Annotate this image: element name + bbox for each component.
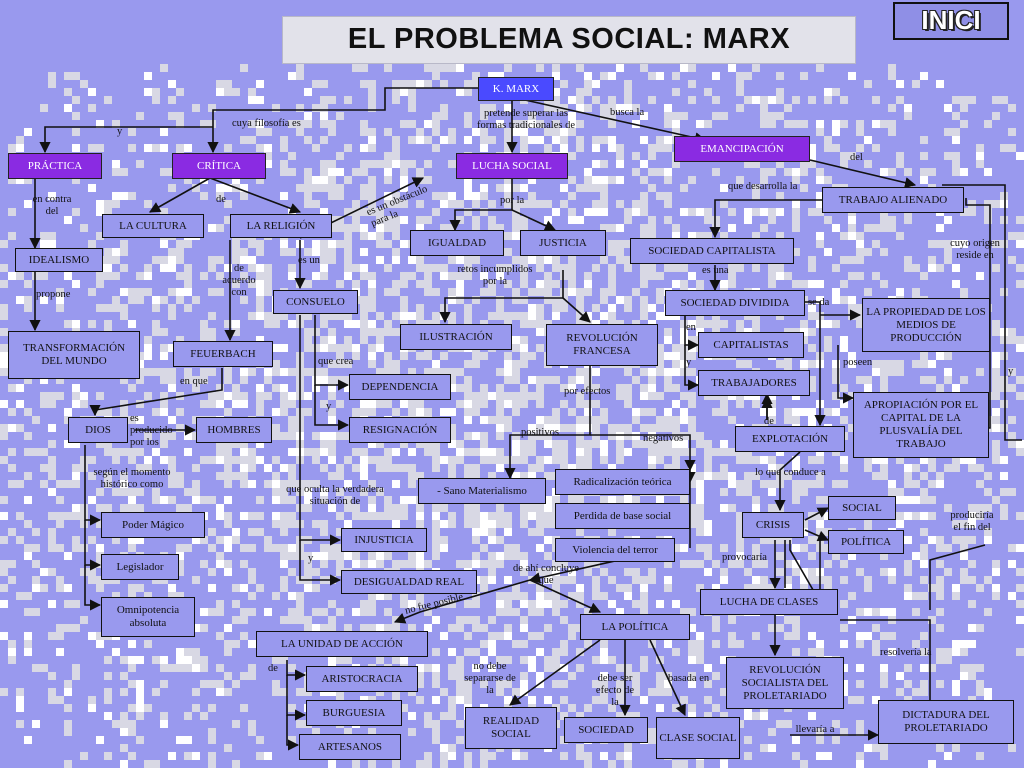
title-banner: EL PROBLEMA SOCIAL: MARX [282, 16, 856, 64]
node-revolucion-francesa[interactable]: REVOLUCIÓN FRANCESA [546, 324, 658, 366]
node-realidad-social[interactable]: REALIDAD SOCIAL [465, 707, 557, 749]
link-label: en [686, 322, 696, 333]
node-hombres[interactable]: HOMBRES [196, 417, 272, 443]
link-label: busca la [610, 107, 645, 118]
node-dependencia[interactable]: DEPENDENCIA [349, 374, 451, 400]
node-artesanos[interactable]: ARTESANOS [299, 734, 401, 760]
node-ilustracion[interactable]: ILUSTRACIÓN [400, 324, 512, 350]
node-lucha-clases[interactable]: LUCHA DE CLASES [700, 589, 838, 615]
link-label: es un [298, 255, 320, 266]
node-unidad-accion[interactable]: LA UNIDAD DE ACCIÓN [256, 631, 428, 657]
link-label: de [764, 416, 774, 427]
node-consuelo[interactable]: CONSUELO [273, 290, 358, 314]
link-label: que oculta la verdadera situación de [286, 484, 384, 507]
node-legislador[interactable]: Legislador [101, 554, 179, 580]
node-dios[interactable]: DIOS [68, 417, 128, 443]
link-label: retos incumplidos por la [457, 264, 533, 287]
node-resignacion[interactable]: RESIGNACIÓN [349, 417, 451, 443]
node-injusticia[interactable]: INJUSTICIA [341, 528, 427, 552]
link-label: llevaría a [795, 724, 835, 735]
node-aristocracia[interactable]: ARISTOCRACIA [306, 666, 418, 692]
link-label: es una [702, 265, 729, 276]
node-violencia[interactable]: Violencia del terror [555, 538, 675, 562]
link-label: que desarrolla la [728, 181, 798, 192]
node-trabajo-alienado[interactable]: TRABAJO ALIENADO [822, 187, 964, 213]
node-critica[interactable]: CRÍTICA [172, 153, 266, 179]
link-label: según el momento histórico como [93, 467, 171, 490]
node-trabajadores[interactable]: TRABAJADORES [698, 370, 810, 396]
node-marx[interactable]: K. MARX [478, 77, 554, 101]
link-label: es producido por los [130, 413, 173, 448]
node-lucha-social[interactable]: LUCHA SOCIAL [456, 153, 568, 179]
node-practica[interactable]: PRÁCTICA [8, 153, 102, 179]
link-label: lo que conduce a [755, 467, 826, 478]
node-sociedad-capitalista[interactable]: SOCIEDAD CAPITALISTA [630, 238, 794, 264]
node-social[interactable]: SOCIAL [828, 496, 896, 520]
page-title: EL PROBLEMA SOCIAL: MARX [347, 23, 791, 55]
link-label: de [268, 663, 278, 674]
link-label: por efectos [564, 386, 611, 397]
link-label: cuya filosofía es [232, 118, 301, 129]
link-label: cuyo origen reside en [950, 238, 1000, 261]
node-cultura[interactable]: LA CULTURA [102, 214, 204, 238]
node-idealismo[interactable]: IDEALISMO [15, 248, 103, 272]
node-dictadura[interactable]: DICTADURA DEL PROLETARIADO [878, 700, 1014, 744]
link-label: y [1008, 366, 1014, 377]
home-button[interactable]: INICI [893, 2, 1009, 40]
link-label: produciría el fin del [950, 510, 994, 533]
link-label: y [326, 401, 332, 412]
link-label: debe ser efecto de la [595, 673, 635, 708]
node-burguesia[interactable]: BURGUESIA [306, 700, 402, 726]
link-label: no debe separarse de la [464, 661, 516, 696]
link-label: negativos [643, 433, 684, 444]
link-label: resolvería la [880, 647, 932, 658]
node-omnipotencia[interactable]: Omnipotencia absoluta [101, 597, 195, 637]
link-label: propone [36, 289, 71, 300]
link-label: y [117, 126, 123, 137]
link-label: de [216, 194, 226, 205]
link-label: se da [808, 297, 830, 308]
node-igualdad[interactable]: IGUALDAD [410, 230, 504, 256]
link-label: basada en [668, 673, 710, 684]
link-label: y [686, 357, 692, 368]
node-transformacion[interactable]: TRANSFORMACIÓN DEL MUNDO [8, 331, 140, 379]
node-clase-social[interactable]: CLASE SOCIAL [656, 717, 740, 759]
link-label: y [308, 553, 314, 564]
link-label: pretende superar las formas tradicionale… [477, 108, 575, 131]
node-desigualdad[interactable]: DESIGUALDAD REAL [341, 570, 477, 594]
node-perdida[interactable]: Perdida de base social [555, 503, 690, 529]
node-poder-magico[interactable]: Poder Mágico [101, 512, 205, 538]
link-label: en que [180, 376, 208, 387]
node-politica[interactable]: POLÍTICA [828, 530, 904, 554]
link-label: positivos [521, 427, 559, 438]
node-crisis[interactable]: CRISIS [742, 512, 804, 538]
node-apropiacion[interactable]: APROPIACIÓN POR EL CAPITAL DE LA PLUSVAL… [853, 392, 989, 458]
node-feuerbach[interactable]: FEUERBACH [173, 341, 273, 367]
node-emancipacion[interactable]: EMANCIPACIÓN [674, 136, 810, 162]
link-label: de acuerdo con [222, 263, 256, 298]
node-sano-materialismo[interactable]: - Sano Materialismo [418, 478, 546, 504]
node-revolucion-socialista[interactable]: REVOLUCIÓN SOCIALISTA DEL PROLETARIADO [726, 657, 844, 709]
link-label: por la [500, 195, 525, 206]
link-label: poseen [843, 357, 873, 368]
link-label: del [850, 152, 863, 163]
node-justicia[interactable]: JUSTICIA [520, 230, 606, 256]
link-label: en contra del [32, 194, 72, 217]
node-sociedad[interactable]: SOCIEDAD [564, 717, 648, 743]
node-capitalistas[interactable]: CAPITALISTAS [698, 332, 804, 358]
node-propiedad[interactable]: LA PROPIEDAD DE LOS MEDIOS DE PRODUCCIÓN [862, 298, 990, 352]
node-radicalizacion[interactable]: Radicalización teórica [555, 469, 690, 495]
node-la-politica[interactable]: LA POLÍTICA [580, 614, 690, 640]
node-religion[interactable]: LA RELIGIÓN [230, 214, 332, 238]
link-label: provocaría [722, 552, 767, 563]
node-explotacion[interactable]: EXPLOTACIÓN [735, 426, 845, 452]
link-label: de ahí concluye que [513, 563, 579, 586]
node-sociedad-dividida[interactable]: SOCIEDAD DIVIDIDA [665, 290, 805, 316]
link-label: que crea [318, 356, 354, 367]
